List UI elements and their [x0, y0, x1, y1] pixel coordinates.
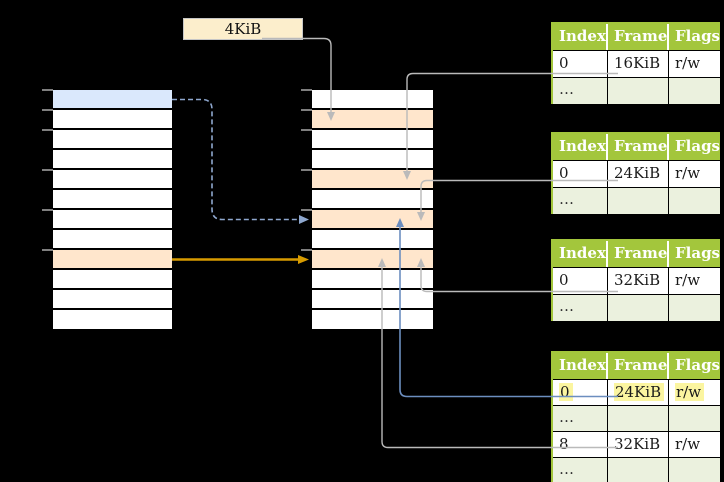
arrow-virtual-page-translation	[172, 98, 309, 224]
cell-empty	[669, 187, 720, 214]
address-tick	[301, 89, 312, 91]
address-tick	[301, 129, 312, 131]
column-header-index: Index	[553, 353, 608, 379]
memory-row	[53, 230, 172, 250]
cell-empty	[608, 457, 669, 482]
cell-frame-highlighted: 24KiB	[608, 379, 669, 405]
memory-row	[53, 190, 172, 210]
address-tick	[42, 89, 53, 91]
column-header-flags: Flags	[669, 24, 720, 50]
cell-empty	[608, 405, 669, 431]
address-tick	[301, 249, 312, 251]
page-table-32kib: Index Frame Flags 0 32KiB r/w …	[551, 239, 720, 321]
cell-index: 0	[553, 50, 608, 77]
cell-index: 0	[553, 267, 608, 294]
memory-row	[312, 190, 433, 210]
cell-frame: 16KiB	[608, 50, 669, 77]
cell-flags: r/w	[669, 431, 720, 457]
address-tick	[42, 169, 53, 171]
cell-ellipsis: …	[553, 294, 608, 321]
cell-frame: 24KiB	[608, 160, 669, 187]
memory-row	[312, 150, 433, 170]
cell-ellipsis: …	[553, 457, 608, 482]
physical-memory-table	[312, 90, 433, 330]
memory-row	[53, 290, 172, 310]
page-table-level1: Index Frame Flags 0 24KiB r/w … 8 32KiB …	[551, 351, 720, 482]
memory-row	[312, 210, 433, 230]
cell-ellipsis: …	[553, 77, 608, 104]
memory-row	[53, 310, 172, 330]
column-header-flags: Flags	[669, 134, 720, 160]
memory-row	[53, 110, 172, 130]
physical-address-ticks	[301, 89, 312, 332]
memory-row	[312, 90, 433, 110]
page-table-16kib: Index Frame Flags 0 16KiB r/w …	[551, 22, 720, 104]
cell-flags: r/w	[669, 160, 720, 187]
address-tick	[42, 249, 53, 251]
cell-empty	[669, 77, 720, 104]
column-header-index: Index	[553, 241, 608, 267]
memory-row	[53, 210, 172, 230]
virtual-address-ticks	[42, 89, 53, 332]
memory-row	[312, 130, 433, 150]
page-size-label: 4KiB	[183, 18, 303, 40]
column-header-frame: Frame	[608, 134, 669, 160]
memory-row	[53, 270, 172, 290]
column-header-frame: Frame	[608, 241, 669, 267]
memory-row	[53, 130, 172, 150]
column-header-flags: Flags	[669, 241, 720, 267]
address-tick	[42, 129, 53, 131]
cell-flags: r/w	[669, 50, 720, 77]
virtual-memory-table	[53, 90, 172, 330]
page-table-24kib: Index Frame Flags 0 24KiB r/w …	[551, 132, 720, 214]
memory-row	[53, 170, 172, 190]
cell-index: 0	[553, 160, 608, 187]
cell-empty	[669, 457, 720, 482]
column-header-frame: Frame	[608, 24, 669, 50]
memory-row	[312, 290, 433, 310]
cell-flags-highlighted: r/w	[669, 379, 720, 405]
cell-empty	[608, 77, 669, 104]
column-header-flags: Flags	[669, 353, 720, 379]
column-header-index: Index	[553, 134, 608, 160]
cell-ellipsis: …	[553, 187, 608, 214]
cell-index: 8	[553, 431, 608, 457]
cell-empty	[608, 294, 669, 321]
cell-empty	[669, 294, 720, 321]
cell-frame: 32KiB	[608, 267, 669, 294]
column-header-index: Index	[553, 24, 608, 50]
memory-row	[53, 90, 172, 110]
memory-row	[312, 270, 433, 290]
address-tick	[42, 209, 53, 211]
address-tick	[301, 169, 312, 171]
memory-row	[312, 170, 433, 190]
column-header-frame: Frame	[608, 353, 669, 379]
cell-ellipsis: …	[553, 405, 608, 431]
memory-row	[312, 230, 433, 250]
memory-row	[53, 250, 172, 270]
address-tick	[301, 209, 312, 211]
memory-row	[312, 250, 433, 270]
cell-index-highlighted: 0	[553, 379, 608, 405]
cell-empty	[608, 187, 669, 214]
cell-flags: r/w	[669, 267, 720, 294]
memory-row	[312, 110, 433, 130]
cell-empty	[669, 405, 720, 431]
address-tick	[301, 109, 312, 111]
cell-frame: 32KiB	[608, 431, 669, 457]
memory-row	[312, 310, 433, 330]
memory-row	[53, 150, 172, 170]
address-tick	[42, 109, 53, 111]
